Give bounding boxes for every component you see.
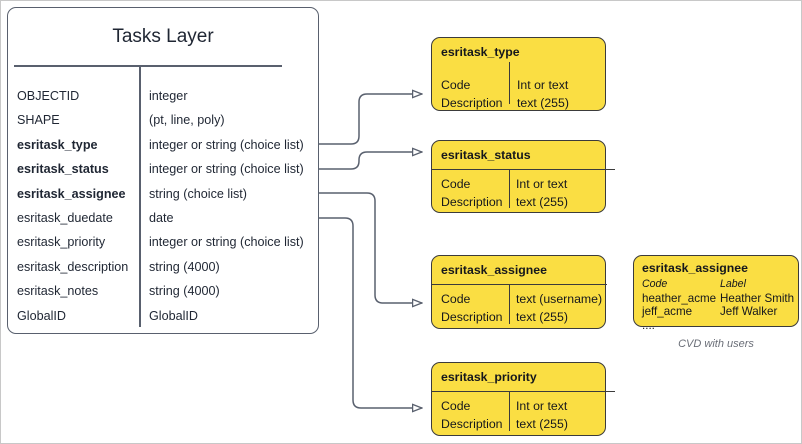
cvd-caption: CVD with users xyxy=(678,338,754,350)
domain-right-line: text (255) xyxy=(516,309,568,324)
field-row[interactable]: esritask_type integer or string (choice … xyxy=(8,133,318,157)
domain-left-line: Description xyxy=(441,95,503,110)
field-type: integer xyxy=(149,89,188,103)
field-name: esritask_status xyxy=(17,162,109,177)
domain-title-divider xyxy=(432,169,615,171)
domain-right-line: text (255) xyxy=(516,416,568,431)
cvd-label: Jeff Walker xyxy=(720,305,778,319)
field-type: string (4000) xyxy=(149,284,220,299)
field-row[interactable]: esritask_notes string (4000) xyxy=(8,279,318,303)
cvd-title: esritask_assignee xyxy=(642,261,748,275)
entity-column-divider xyxy=(139,65,141,327)
connector-assignee xyxy=(319,192,422,303)
cvd-code: .... xyxy=(642,318,655,332)
field-name: esritask_description xyxy=(17,259,129,274)
domain-right-column: Int or text text (255) xyxy=(517,77,569,112)
domain-right-line: text (255) xyxy=(516,194,568,209)
domain-left-column: Code Description xyxy=(441,291,503,326)
domain-right-column: Int or text text (255) xyxy=(516,176,568,211)
field-row[interactable]: esritask_description string (4000) xyxy=(8,255,318,279)
domain-right-line: Int or text xyxy=(516,399,568,413)
domain-box-esritask-assignee[interactable]: esritask_assignee Code Description text … xyxy=(431,255,607,329)
field-type: integer or string (choice list) xyxy=(149,235,304,250)
cvd-header-label: Label xyxy=(720,278,746,290)
field-name: esritask_priority xyxy=(17,235,106,250)
domain-title-divider xyxy=(432,284,607,286)
field-row[interactable]: esritask_priority integer or string (cho… xyxy=(8,230,318,254)
field-name: OBJECTID xyxy=(17,89,80,103)
field-list: OBJECTID integer SHAPE (pt, line, poly) … xyxy=(8,84,318,328)
field-name: esritask_assignee xyxy=(17,186,126,201)
domain-box-esritask-status[interactable]: esritask_status Code Description Int or … xyxy=(431,140,615,213)
connector-status xyxy=(319,152,422,170)
field-name: esritask_duedate xyxy=(17,210,113,225)
domain-left-line: Code xyxy=(441,177,471,191)
field-type: GlobalID xyxy=(149,308,198,323)
domain-left-line: Description xyxy=(441,416,503,431)
domain-right-line: Int or text xyxy=(516,177,568,191)
cvd-row: jeff_acme Jeff Walker xyxy=(642,305,794,319)
domain-left-line: Code xyxy=(441,78,471,92)
domain-left-line: Description xyxy=(441,309,503,324)
domain-right-line: text (255) xyxy=(517,95,569,110)
field-row[interactable]: OBJECTID integer xyxy=(8,84,318,108)
domain-right-column: text (username) text (255) xyxy=(516,291,602,326)
domain-right-column: Int or text text (255) xyxy=(516,398,568,433)
field-row[interactable]: SHAPE (pt, line, poly) xyxy=(8,108,318,132)
cvd-header-code: Code xyxy=(642,278,668,290)
cvd-code: jeff_acme xyxy=(642,305,693,319)
domain-left-line: Code xyxy=(441,399,471,413)
field-row[interactable]: GlobalID GlobalID xyxy=(8,304,318,328)
field-row[interactable]: esritask_duedate date xyxy=(8,206,318,230)
domain-box-esritask-priority[interactable]: esritask_priority Code Description Int o… xyxy=(431,362,615,436)
cvd-label: Heather Smith xyxy=(720,291,795,305)
connector-priority xyxy=(319,217,422,408)
domain-column-divider xyxy=(509,285,511,324)
entity-tasks-layer[interactable]: Tasks Layer OBJECTID integer SHAPE (pt, … xyxy=(7,7,319,334)
domain-right-line: text (username) xyxy=(516,292,603,306)
domain-title: esritask_type xyxy=(441,45,520,59)
cvd-code: heather_acme xyxy=(642,291,717,305)
cvd-box-esritask-assignee[interactable]: esritask_assignee Code Label heather_acm… xyxy=(633,255,799,332)
cvd-row-list: Code Label heather_acme Heather Smith je… xyxy=(642,278,794,332)
domain-column-divider xyxy=(509,392,511,431)
domain-title: esritask_assignee xyxy=(441,263,547,277)
field-type: date xyxy=(149,210,174,225)
connector-type xyxy=(319,94,422,145)
entity-title: Tasks Layer xyxy=(112,26,214,47)
field-name: SHAPE xyxy=(17,113,60,128)
domain-box-esritask-type[interactable]: esritask_type Code Description Int or te… xyxy=(431,37,606,111)
domain-column-divider xyxy=(509,170,511,208)
domain-left-line: Code xyxy=(441,292,471,306)
domain-left-column: Code Description xyxy=(441,176,503,211)
field-row[interactable]: esritask_assignee string (choice list) xyxy=(8,182,318,206)
field-name: GlobalID xyxy=(17,308,66,323)
field-name: esritask_type xyxy=(17,137,98,152)
cvd-row: .... xyxy=(642,319,794,333)
domain-left-column: Code Description xyxy=(441,77,503,112)
field-type: (pt, line, poly) xyxy=(149,113,225,128)
domain-right-line: Int or text xyxy=(517,78,569,92)
field-row[interactable]: esritask_status integer or string (choic… xyxy=(8,157,318,181)
field-type: string (4000) xyxy=(149,259,220,274)
domain-left-column: Code Description xyxy=(441,398,503,433)
field-type: string (choice list) xyxy=(149,186,247,201)
field-name: esritask_notes xyxy=(17,284,99,299)
domain-left-line: Description xyxy=(441,194,503,209)
domain-column-divider xyxy=(509,62,511,104)
field-type: integer or string (choice list) xyxy=(149,162,304,177)
entity-title-divider xyxy=(14,65,282,67)
domain-title: esritask_status xyxy=(441,148,531,162)
field-type: integer or string (choice list) xyxy=(149,137,304,152)
cvd-row: heather_acme Heather Smith xyxy=(642,292,794,306)
domain-title: esritask_priority xyxy=(441,370,537,384)
cvd-header-row: Code Label xyxy=(642,278,794,292)
domain-title-divider xyxy=(432,391,615,393)
